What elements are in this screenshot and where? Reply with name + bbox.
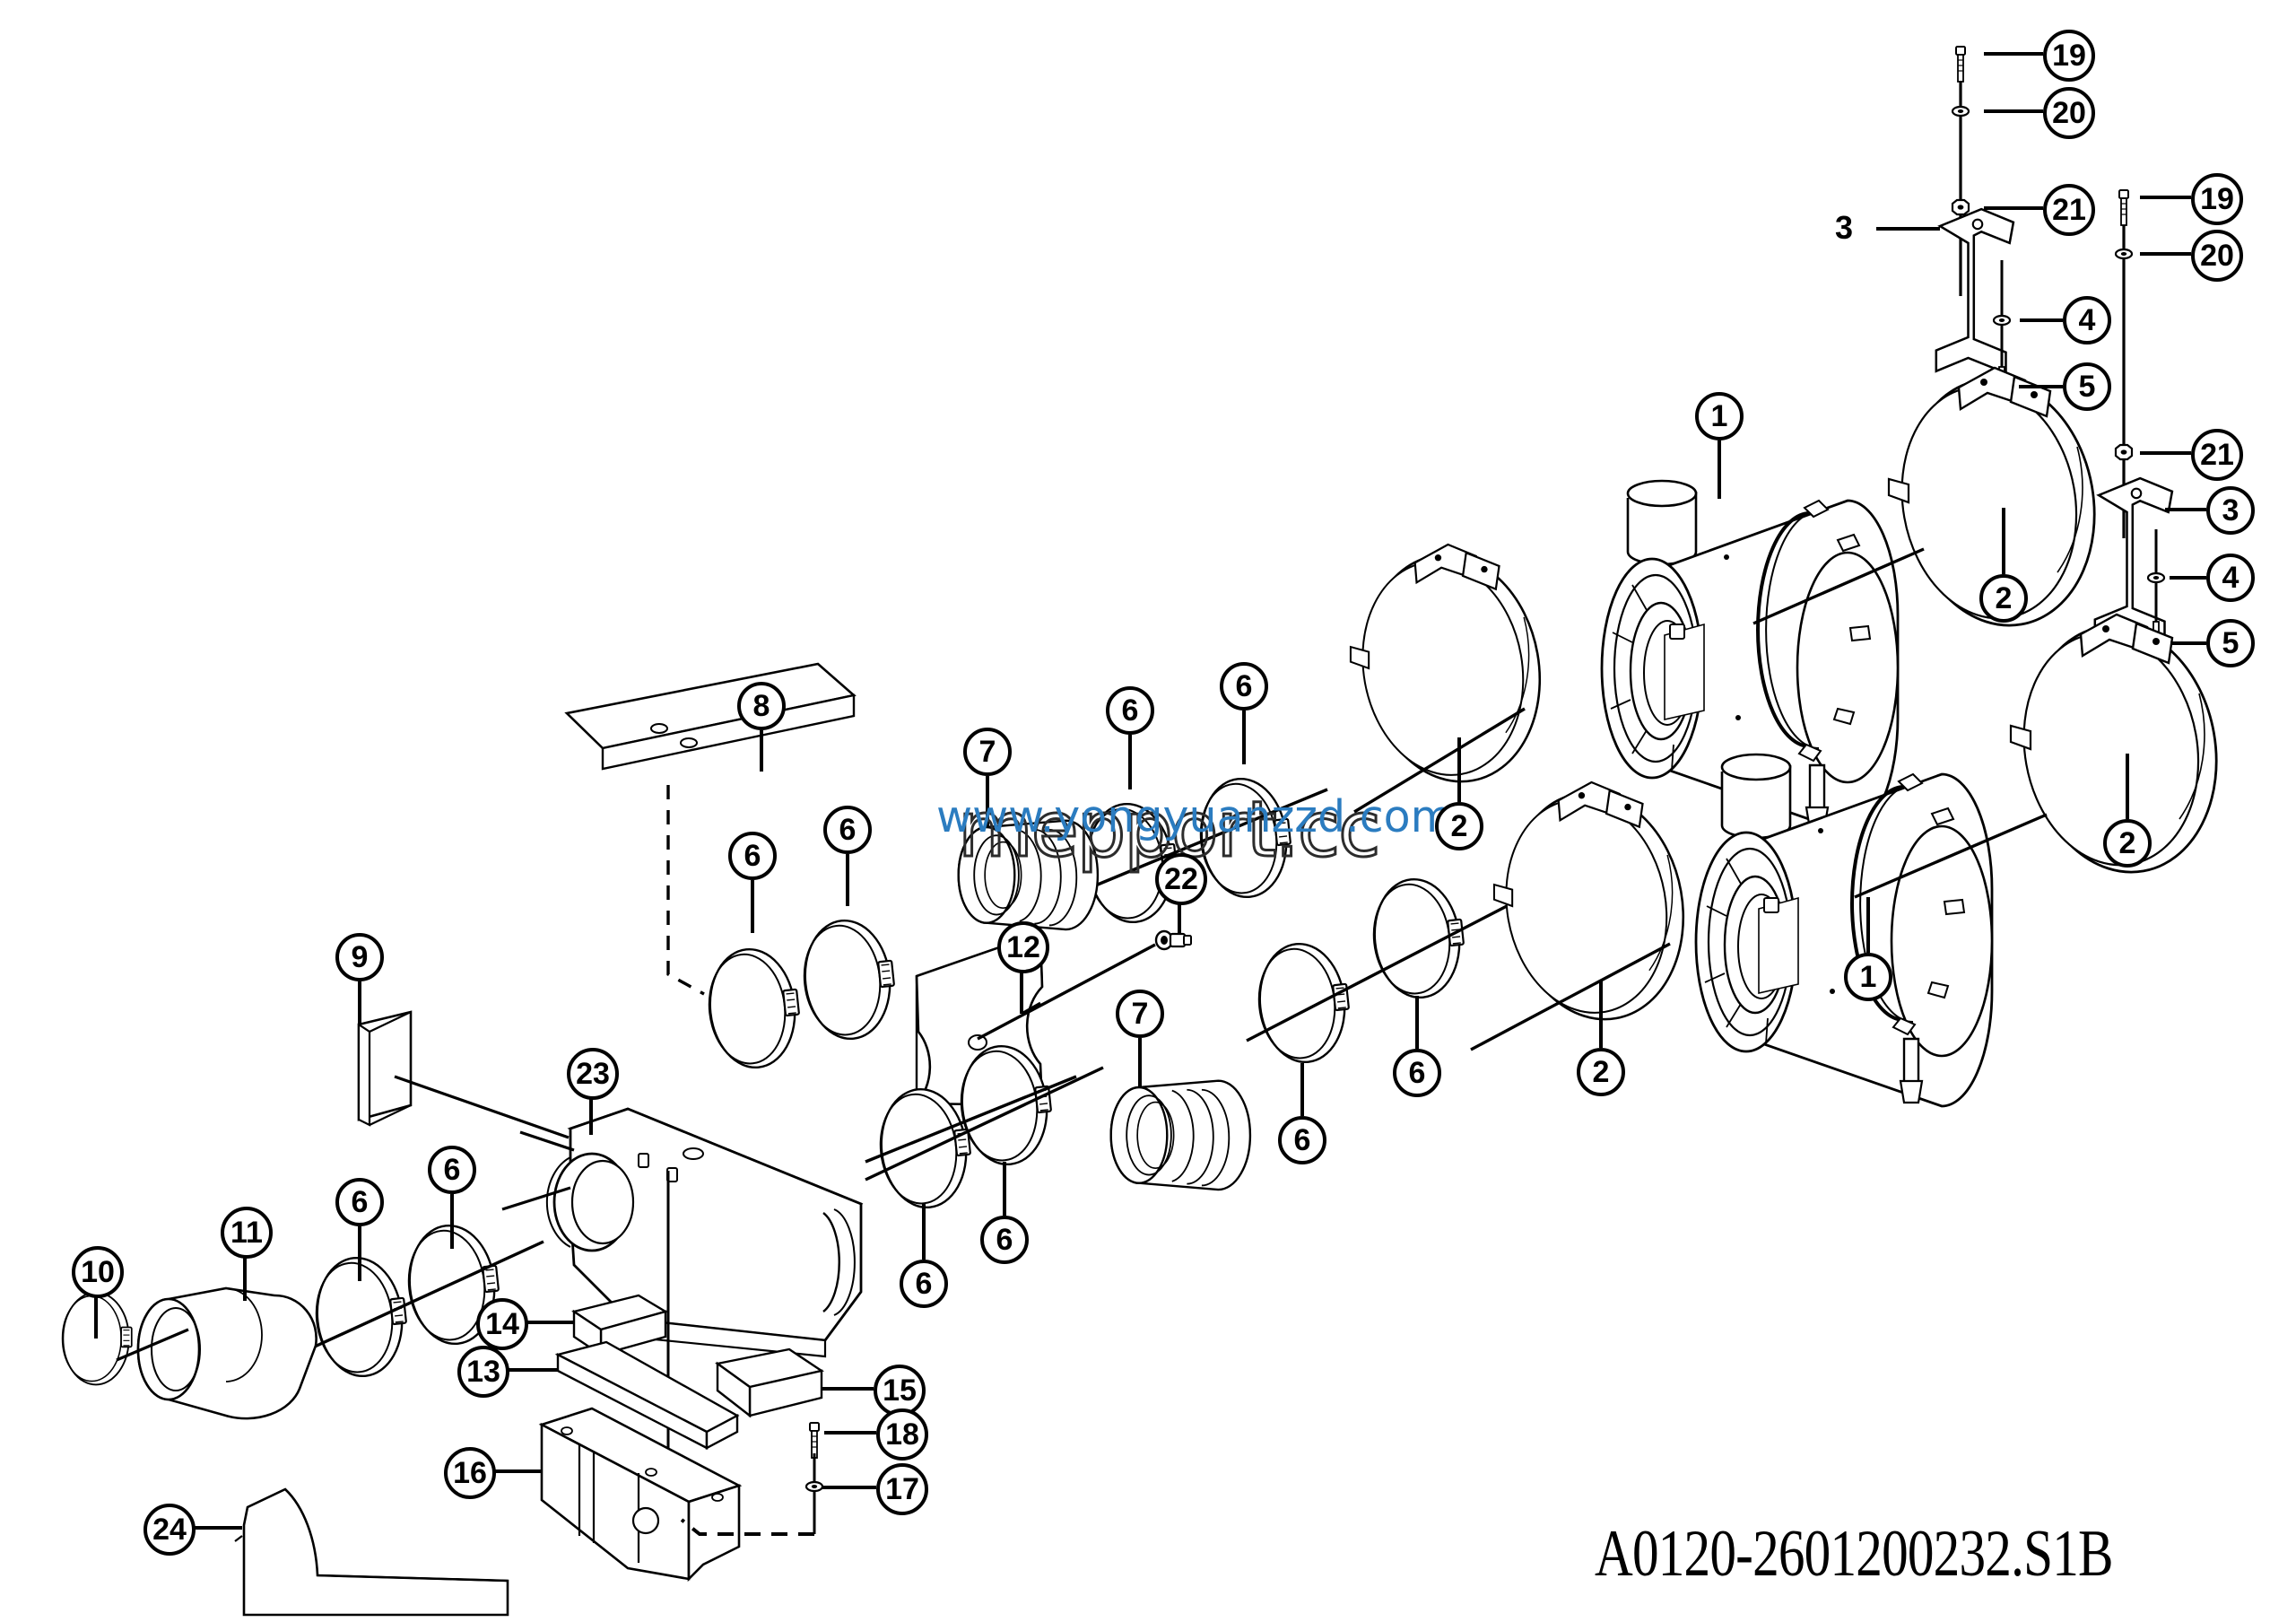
shield-24 <box>234 1487 509 1617</box>
callout-6[interactable]: 6 <box>428 1146 476 1194</box>
sensor-22-leader <box>977 943 1156 1041</box>
callout-16[interactable]: 16 <box>444 1447 496 1499</box>
callout-6[interactable]: 6 <box>823 806 872 854</box>
callout-15[interactable]: 15 <box>874 1365 926 1417</box>
callout-6[interactable]: 6 <box>980 1216 1029 1264</box>
callout-19[interactable]: 19 <box>2191 173 2243 225</box>
base-box-16 <box>538 1407 743 1583</box>
callout-7[interactable]: 7 <box>1116 990 1164 1038</box>
callout-24[interactable]: 24 <box>144 1504 196 1556</box>
callout-22[interactable]: 22 <box>1155 853 1207 905</box>
callout-12[interactable]: 12 <box>997 921 1049 973</box>
callout-14[interactable]: 14 <box>476 1298 528 1350</box>
callout-5[interactable]: 5 <box>2063 362 2111 411</box>
callout-4[interactable]: 4 <box>2206 554 2255 602</box>
callout-20[interactable]: 20 <box>2191 230 2243 282</box>
mounting-band-mid-lower <box>1488 778 1702 1034</box>
callout-13[interactable]: 13 <box>457 1346 509 1398</box>
callout-3[interactable]: 3 <box>1835 209 1854 246</box>
callout-21[interactable]: 21 <box>2191 429 2243 481</box>
primary-watermark: www.yongyuanzzd.com <box>936 791 1454 842</box>
strip-13 <box>554 1340 740 1450</box>
callout-6[interactable]: 6 <box>1278 1116 1326 1164</box>
callout-7[interactable]: 7 <box>963 728 1012 776</box>
callout-20[interactable]: 20 <box>2043 87 2095 139</box>
callout-6[interactable]: 6 <box>1393 1049 1441 1097</box>
callout-2[interactable]: 2 <box>2103 819 2152 868</box>
hose-clamp-6f <box>1252 937 1355 1068</box>
band-leader-mid-lower <box>1470 942 1671 1051</box>
hose-clamp-6c <box>797 914 900 1044</box>
pad-15 <box>715 1347 824 1418</box>
duct-to-bracket-leader <box>865 1075 1077 1164</box>
clamp-axis-left <box>304 1240 544 1353</box>
callout-3[interactable]: 3 <box>2206 486 2255 535</box>
hose-clamp-6d <box>702 943 805 1073</box>
assembly-leader-lower <box>1854 813 2048 899</box>
assembly-leader-upper <box>1752 547 1925 625</box>
band-leader-mid-upper <box>1353 707 1526 814</box>
callout-18[interactable]: 18 <box>876 1408 928 1461</box>
plate-8-dashed-leader <box>666 785 705 996</box>
fastener-stack-upper <box>1951 46 1970 296</box>
callout-leaders <box>94 52 2206 1530</box>
callout-19[interactable]: 19 <box>2043 30 2095 82</box>
callout-10[interactable]: 10 <box>72 1246 124 1298</box>
elbow-hose-11 <box>136 1286 317 1420</box>
clamp-10-leader <box>116 1328 189 1362</box>
callout-6[interactable]: 6 <box>335 1178 384 1226</box>
flex-hose-7-lower <box>1109 1079 1252 1191</box>
callout-1[interactable]: 1 <box>1844 953 1892 1001</box>
part-number-label: A0120-2601200232.S1B <box>1595 1517 2113 1591</box>
bracket-3-lower <box>2093 476 2174 644</box>
callout-6[interactable]: 6 <box>1106 686 1154 735</box>
callout-17[interactable]: 17 <box>876 1463 928 1515</box>
duct-leader-23a <box>519 1130 575 1152</box>
callout-9[interactable]: 9 <box>335 933 384 981</box>
clamp-axis-upper <box>1066 788 1328 899</box>
callout-2[interactable]: 2 <box>1435 802 1483 850</box>
fastener-18-17 <box>804 1422 824 1534</box>
callout-11[interactable]: 11 <box>221 1207 273 1259</box>
callout-2[interactable]: 2 <box>1577 1048 1625 1096</box>
callout-6[interactable]: 6 <box>900 1260 948 1308</box>
fastener-dashed-leader <box>680 1518 814 1536</box>
hose-clamp-6e <box>1367 873 1470 1003</box>
pad-14 <box>571 1294 669 1357</box>
callout-2[interactable]: 2 <box>1979 574 2028 623</box>
callout-5[interactable]: 5 <box>2206 619 2255 667</box>
fastener-stack-lower <box>2114 189 2134 538</box>
plate-8 <box>564 662 857 771</box>
callout-6[interactable]: 6 <box>1220 662 1268 711</box>
mounting-band-mid-upper <box>1344 540 1559 797</box>
clamp-axis-lowermid <box>865 1066 1104 1182</box>
clamp-axis-midright <box>1246 904 1508 1042</box>
pad-9 <box>357 1010 413 1127</box>
callout-21[interactable]: 21 <box>2043 184 2095 236</box>
callout-4[interactable]: 4 <box>2063 296 2111 344</box>
callout-1[interactable]: 1 <box>1695 392 1744 440</box>
pad-9-leader <box>394 1075 570 1139</box>
bracket-12-tip <box>1021 1001 1041 1016</box>
duct-leader-23b <box>501 1186 571 1211</box>
callout-23[interactable]: 23 <box>567 1048 619 1100</box>
callout-6[interactable]: 6 <box>728 832 777 880</box>
callout-8[interactable]: 8 <box>737 682 786 730</box>
sensor-plug-22 <box>1154 929 1192 951</box>
